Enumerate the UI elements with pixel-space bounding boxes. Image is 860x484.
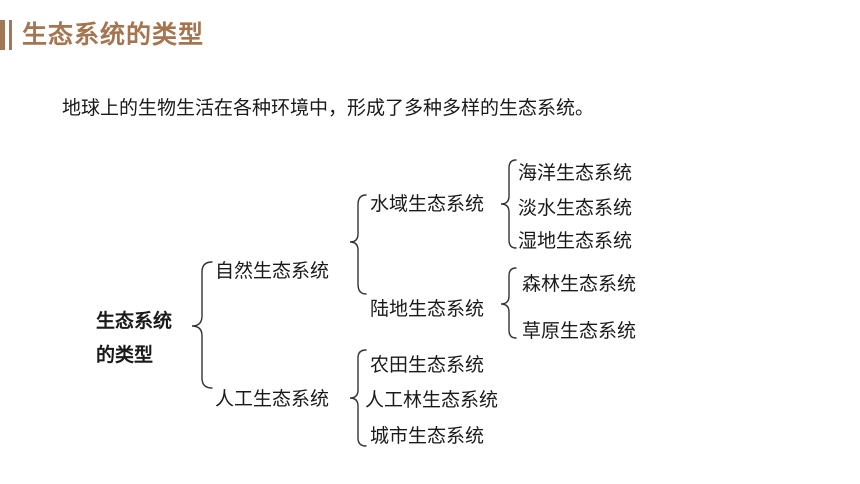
node-ocean: 海洋生态系统 bbox=[518, 162, 633, 184]
node-plantation: 人工林生态系统 bbox=[365, 389, 499, 411]
node-wetland: 湿地生态系统 bbox=[518, 230, 633, 252]
node-water: 水域生态系统 bbox=[370, 193, 485, 215]
header-accent-bar-thin bbox=[9, 20, 12, 50]
node-grassland: 草原生态系统 bbox=[522, 320, 637, 342]
node-freshwater: 淡水生态系统 bbox=[518, 197, 633, 219]
node-artificial: 人工生态系统 bbox=[215, 388, 330, 410]
node-farmland: 农田生态系统 bbox=[370, 354, 485, 376]
node-natural: 自然生态系统 bbox=[215, 260, 330, 282]
tree-root: 生态系统的类型 bbox=[96, 310, 173, 366]
page-title: 生态系统的类型 bbox=[22, 20, 205, 49]
brace-root bbox=[191, 261, 213, 389]
header-accent-bar bbox=[0, 20, 5, 50]
node-land: 陆地生态系统 bbox=[370, 298, 485, 320]
brace-artificial bbox=[349, 349, 367, 447]
brace-land bbox=[500, 267, 517, 339]
node-city: 城市生态系统 bbox=[370, 425, 485, 447]
intro-sentence: 地球上的生物生活在各种环境中，形成了多种多样的生态系统。 bbox=[62, 97, 595, 119]
section-header: 生态系统的类型 bbox=[0, 16, 860, 52]
brace-natural bbox=[349, 194, 367, 295]
node-forest: 森林生态系统 bbox=[522, 273, 637, 295]
brace-water bbox=[500, 159, 517, 249]
